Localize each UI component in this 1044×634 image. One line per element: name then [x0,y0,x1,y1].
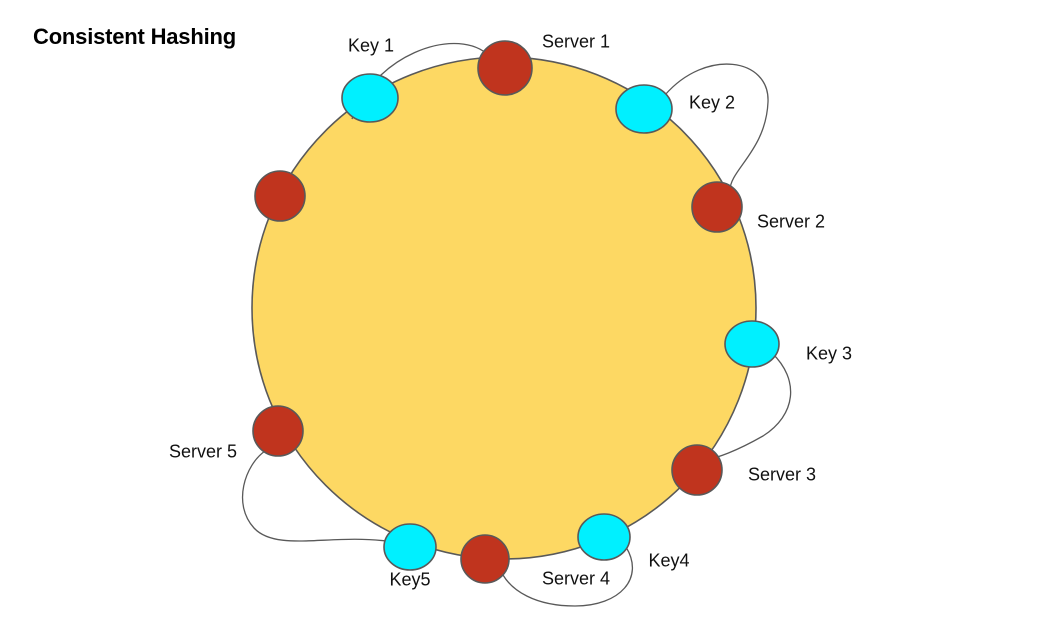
key-node[interactable] [383,523,437,571]
key-node[interactable] [615,84,673,134]
connector-key5-to-server5 [241,450,387,542]
key-node[interactable] [724,320,780,368]
server-5-label: Server 5 [168,441,238,462]
key-3-label: Key 3 [805,343,853,364]
server-1-label: Server 1 [541,31,611,52]
server-4-label: Server 4 [541,568,611,589]
server-node[interactable] [671,444,723,496]
key-5-label: Key5 [389,569,431,590]
server-node[interactable] [254,170,306,222]
connector-key2-to-server2 [664,63,769,191]
server-2-label: Server 2 [756,211,826,232]
connector-key3-to-server3 [708,352,792,460]
key-node[interactable] [341,73,399,123]
key-2-label: Key 2 [688,92,736,113]
node-layer [252,40,780,584]
server-node[interactable] [252,405,304,457]
server-node[interactable] [477,40,533,96]
server-node[interactable] [460,534,510,584]
key-node[interactable] [577,513,631,561]
key-4-label: Key4 [648,550,690,571]
connector-key4-to-server4 [502,546,633,607]
page-title: Consistent Hashing [33,24,236,49]
server-3-label: Server 3 [747,464,817,485]
key-1-label: Key 1 [347,35,395,56]
server-node[interactable] [691,181,743,233]
